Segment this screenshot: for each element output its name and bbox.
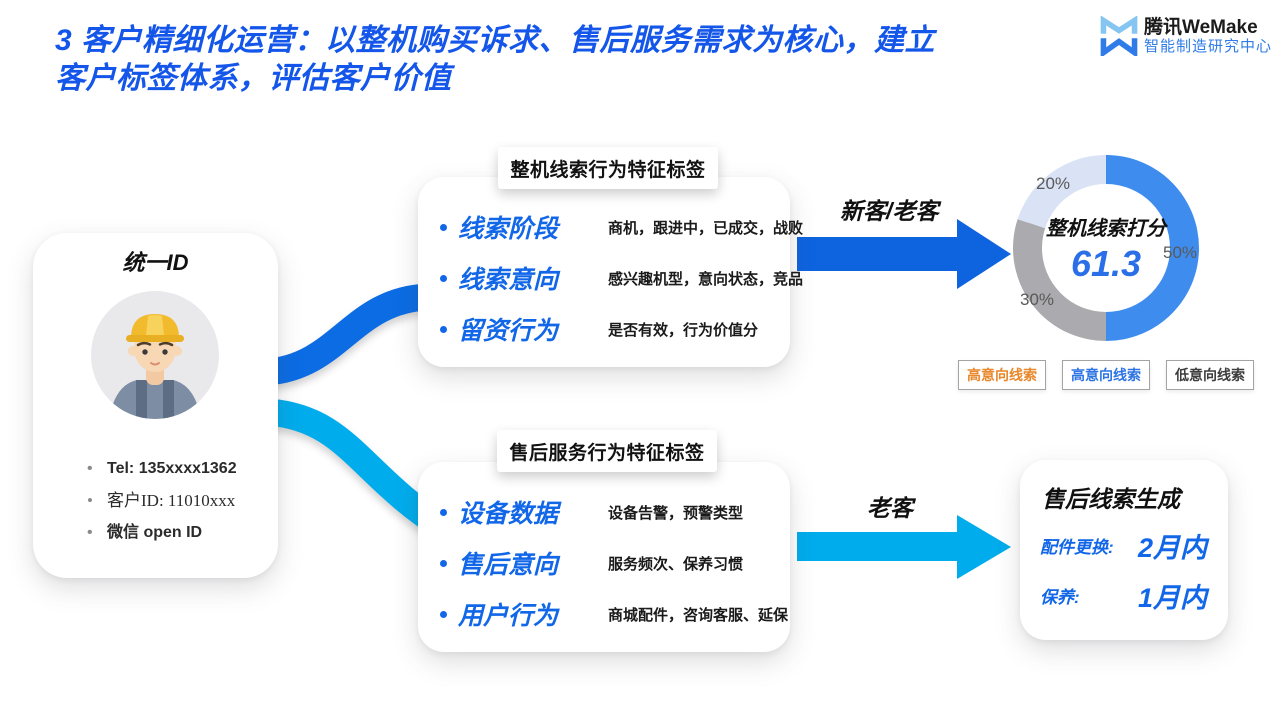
aftersales-lead-result-card: 售后线索生成 配件更换: 2月内 保养: 1月内 (1020, 460, 1228, 640)
profile-item-wechat: 微信 open ID (85, 523, 237, 542)
slice-label-20: 20% (1036, 174, 1071, 193)
profile-card-title: 统一ID (122, 250, 189, 275)
worker-avatar-icon (91, 291, 219, 419)
blue-arrow-head-icon (957, 219, 1011, 289)
aftersales-row-1-label: 设备数据 (458, 500, 559, 528)
connector-new-customer (266, 283, 430, 386)
bullet-dot-icon (440, 559, 447, 567)
logo-text: 腾讯WeMake 智能制造研究中心 (1144, 17, 1272, 56)
logo-subtitle: 智能制造研究中心 (1144, 37, 1273, 55)
machine-row-2: 线索意向 感兴趣机型，意向状态，竞品 (440, 260, 803, 296)
slice-label-50: 50% (1163, 243, 1198, 262)
bullet-dot-icon (440, 223, 447, 231)
chart-legend: 高意向线索 高意向线索 低意向线索 (958, 360, 1254, 390)
result-row-parts: 配件更换: 2月内 (1040, 526, 1207, 565)
machine-row-1: 线索阶段 商机，跟进中，已成交，战败 (440, 209, 803, 245)
machine-row-2-desc: 感兴趣机型，意向状态，竞品 (608, 270, 804, 288)
aftersales-row-3: 用户行为 商城配件，咨询客服、延保 (440, 596, 788, 632)
aftersales-row-1: 设备数据 设备告警，预警类型 (440, 494, 743, 530)
result-row-1-value: 2月内 (1138, 533, 1208, 563)
wemake-logo: 腾讯WeMake 智能制造研究中心 (1098, 16, 1272, 56)
slide-title: 3 客户精细化运营：以整机购买诉求、售后服务需求为核心，建立 客户标签体系，评估… (55, 22, 1095, 98)
machine-row-3: 留资行为 是否有效，行为价值分 (440, 311, 758, 347)
aftersales-row-1-desc: 设备告警，预警类型 (608, 504, 744, 522)
profile-card: 统一ID (33, 233, 278, 578)
machine-row-1-desc: 商机，跟进中，已成交，战败 (608, 219, 804, 237)
blue-arrow-shaft (797, 237, 957, 271)
bullet-dot-icon (440, 610, 447, 618)
donut-score-value: 61.3 (1070, 242, 1142, 284)
bottom-arrow-label: 老客 (867, 495, 913, 521)
logo-brand: 腾讯WeMake (1144, 16, 1258, 38)
machine-row-3-label: 留资行为 (458, 317, 559, 345)
slice-label-30: 30% (1020, 290, 1055, 309)
machine-row-3-desc: 是否有效，行为价值分 (608, 321, 759, 339)
profile-id-list: Tel: 135xxxx1362 客户ID: 11010xxx 微信 open … (85, 459, 237, 555)
bullet-dot-icon (440, 508, 447, 516)
aftersales-row-3-desc: 商城配件，咨询客服、延保 (608, 606, 789, 624)
legend-item: 低意向线索 (1166, 360, 1254, 390)
machine-leads-card: 线索阶段 商机，跟进中，已成交，战败 线索意向 感兴趣机型，意向状态，竞品 留资… (418, 177, 803, 367)
aftersales-row-2-label: 售后意向 (458, 551, 559, 579)
result-row-maintenance: 保养: 1月内 (1040, 576, 1207, 615)
profile-item-customer-id: 客户ID: 11010xxx (85, 491, 237, 510)
machine-card-header: 整机线索行为特征标签 (498, 147, 718, 189)
profile-item-tel: Tel: 135xxxx1362 (85, 459, 237, 478)
aftersales-card-header: 售后服务行为特征标签 (497, 430, 717, 472)
aftersales-row-2: 售后意向 服务频次、保养习惯 (440, 545, 743, 581)
slide-title-line1: 3 客户精细化运营：以整机购买诉求、售后服务需求为核心，建立 (55, 24, 936, 57)
result-card-title: 售后线索生成 (1042, 486, 1180, 512)
wemake-logo-icon (1098, 16, 1140, 56)
legend-item: 高意向线索 (1062, 360, 1150, 390)
result-row-2-label: 保养: (1040, 588, 1080, 607)
aftersales-service-card: 设备数据 设备告警，预警类型 售后意向 服务频次、保养习惯 用户行为 商城配件，… (418, 462, 790, 652)
top-arrow-label: 新客/老客 (840, 198, 939, 224)
machine-row-2-label: 线索意向 (458, 266, 559, 294)
donut-chart-title: 整机线索打分 (1046, 217, 1166, 240)
result-row-1-label: 配件更换: (1040, 538, 1114, 557)
cyan-arrow-head-icon (957, 515, 1011, 579)
result-row-2-value: 1月内 (1138, 583, 1208, 613)
donut-center: 整机线索打分 61.3 (1042, 184, 1170, 312)
legend-item: 高意向线索 (958, 360, 1046, 390)
cyan-arrow-shaft (797, 532, 957, 561)
bullet-dot-icon (440, 274, 447, 282)
slide-title-line2: 客户标签体系，评估客户价值 (55, 62, 452, 95)
bullet-dot-icon (440, 325, 447, 333)
aftersales-row-2-desc: 服务频次、保养习惯 (608, 555, 744, 573)
donut-ring: 整机线索打分 61.3 (1013, 155, 1199, 341)
machine-row-1-label: 线索阶段 (458, 215, 559, 243)
aftersales-row-3-label: 用户行为 (458, 602, 559, 630)
